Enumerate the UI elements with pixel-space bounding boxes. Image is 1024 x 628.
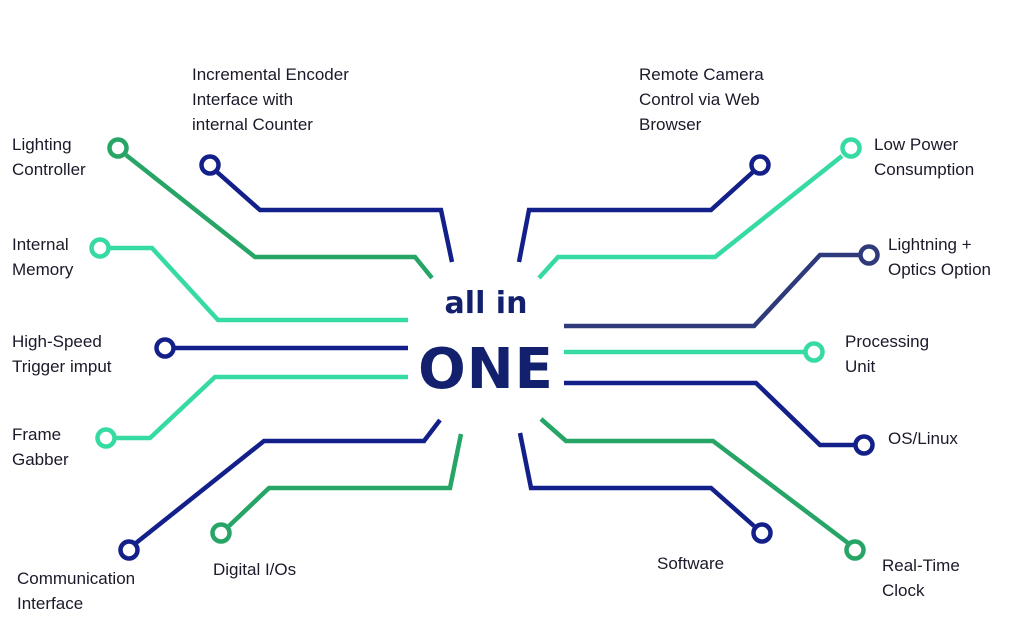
label-line: Interface with [192, 90, 294, 109]
label-line: Consumption [874, 160, 975, 179]
trace-real-time-clock [539, 417, 850, 545]
node-incremental-encoder [199, 154, 221, 176]
node-real-time-clock [844, 539, 866, 561]
trace-software [517, 432, 756, 528]
label-line: Communication [17, 569, 136, 588]
label-software: Software [657, 551, 724, 576]
label-line: Clock [882, 581, 925, 600]
node-digital-ios [210, 522, 232, 544]
label-internal-memory: Internal Memory [12, 232, 73, 282]
label-line: Incremental Encoder [192, 65, 349, 84]
label-line: internal Counter [192, 115, 313, 134]
trace-internal-memory [107, 245, 408, 323]
label-line: Lightning + [888, 235, 972, 254]
label-line: Low Power [874, 135, 959, 154]
label-line: Trigger imput [12, 357, 112, 376]
label-line: Lighting [12, 135, 72, 154]
label-line: Optics Option [888, 260, 991, 279]
label-processing-unit: Processing Unit [845, 329, 929, 379]
label-line: Frame [12, 425, 62, 444]
node-lightning-optics [858, 244, 880, 266]
label-line: Digital I/Os [213, 560, 297, 579]
label-os-linux: OS/Linux [888, 426, 958, 451]
trace-frame-gabber [114, 374, 408, 441]
trace-low-power [537, 154, 844, 280]
trace-communication-interface [134, 418, 442, 545]
trace-lightning-optics [564, 252, 861, 329]
trace-incremental-encoder [215, 170, 455, 263]
label-high-speed-trigger: High-Speed Trigger imput [12, 329, 112, 379]
trace-os-linux [564, 380, 855, 448]
label-lighting-controller: Lighting Controller [12, 132, 86, 182]
node-communication-interface [118, 539, 140, 561]
label-line: Control via Web [639, 90, 760, 109]
node-high-speed-trigger [154, 337, 176, 359]
label-line: High-Speed [12, 332, 102, 351]
label-low-power: Low Power Consumption [874, 132, 974, 182]
label-line: Unit [845, 357, 876, 376]
label-line: Gabber [12, 450, 69, 469]
node-remote-camera [749, 154, 771, 176]
node-internal-memory [89, 237, 111, 259]
node-os-linux [853, 434, 875, 456]
center-title-line2: ONE [418, 337, 554, 402]
node-processing-unit [803, 341, 825, 363]
label-incremental-encoder: Incremental Encoder Interface with inter… [192, 62, 349, 137]
label-frame-gabber: Frame Gabber [12, 422, 69, 472]
label-line: Software [657, 554, 725, 573]
label-real-time-clock: Real-Time Clock [882, 553, 960, 603]
label-remote-camera: Remote Camera Control via Web Browser [639, 62, 764, 137]
trace-remote-camera [516, 170, 755, 263]
label-line: Real-Time [882, 556, 960, 575]
label-line: Browser [639, 115, 702, 134]
label-line: Remote Camera [639, 65, 764, 84]
node-software [751, 522, 773, 544]
trace-digital-ios [227, 433, 464, 528]
node-low-power [840, 137, 862, 159]
label-communication-interface: Communication Interface [17, 566, 135, 616]
label-line: Internal [12, 235, 69, 254]
label-line: Processing [845, 332, 930, 351]
node-lighting-controller [107, 137, 129, 159]
label-line: OS/Linux [888, 429, 958, 448]
label-lightning-optics: Lightning + Optics Option [888, 232, 991, 282]
label-line: Interface [17, 594, 84, 613]
label-line: Controller [12, 160, 86, 179]
label-digital-ios: Digital I/Os [213, 557, 296, 582]
label-line: Memory [12, 260, 74, 279]
center-title-line1: all in [444, 286, 528, 321]
node-frame-gabber [95, 427, 117, 449]
trace-lighting-controller [124, 153, 434, 280]
